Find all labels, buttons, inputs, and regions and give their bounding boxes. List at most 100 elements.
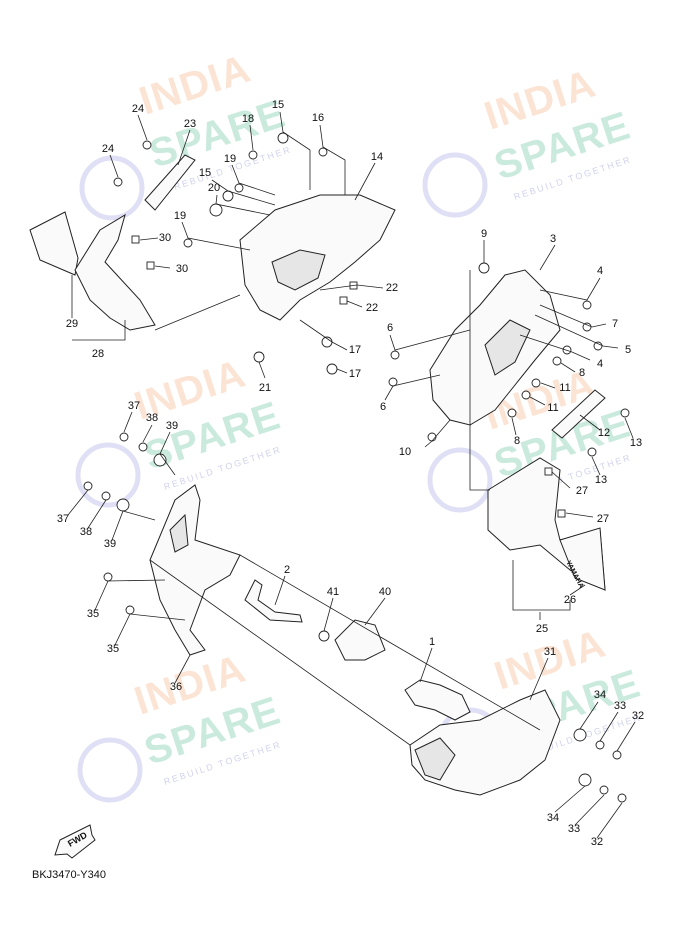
part-14-inner bbox=[271, 249, 326, 291]
leader-line bbox=[599, 711, 619, 742]
grommet-34a bbox=[573, 728, 587, 742]
leader-line bbox=[539, 304, 607, 328]
callout-19: 19 bbox=[174, 210, 186, 222]
parts-group: YAMAHA bbox=[29, 154, 606, 796]
part-26-decal-panel bbox=[559, 527, 606, 591]
leader-line bbox=[529, 657, 549, 701]
callout-26: 26 bbox=[564, 594, 576, 606]
bolt-4a bbox=[582, 300, 592, 310]
leader-line bbox=[142, 424, 153, 443]
callout-15: 15 bbox=[272, 99, 284, 111]
nut-15b bbox=[222, 190, 234, 202]
part-28-bracket bbox=[74, 213, 156, 331]
callout-33: 33 bbox=[568, 823, 580, 835]
callout-9: 9 bbox=[481, 228, 487, 240]
watermark-mid-left: INDIA SPARE REBUILD TOGETHER bbox=[75, 352, 286, 508]
leader-line bbox=[616, 721, 636, 752]
bolt-6a bbox=[390, 350, 400, 360]
callout-6: 6 bbox=[387, 322, 393, 334]
leader-line bbox=[511, 417, 517, 436]
leader-line bbox=[469, 270, 490, 491]
callout-14: 14 bbox=[371, 151, 383, 163]
callout-18: 18 bbox=[242, 113, 254, 125]
callout-11: 11 bbox=[547, 402, 558, 414]
fwd-arrow-icon bbox=[54, 824, 96, 859]
leader-line bbox=[512, 560, 571, 611]
leader-line bbox=[159, 431, 176, 476]
callout-5: 5 bbox=[625, 344, 631, 356]
bolt-13a bbox=[620, 408, 630, 418]
bolt-13b bbox=[587, 447, 597, 457]
bolt-32b bbox=[617, 793, 627, 803]
part-12-plate bbox=[551, 389, 606, 439]
callout-4: 4 bbox=[597, 358, 603, 370]
watermark-bottom-left: INDIA SPARE REBUILD TOGETHER bbox=[77, 647, 286, 803]
leader-line bbox=[319, 124, 346, 195]
bolt-18 bbox=[248, 150, 258, 160]
callout-32: 32 bbox=[632, 710, 644, 722]
leader-line bbox=[323, 597, 334, 632]
bolt-37a bbox=[119, 432, 129, 442]
washer-38b bbox=[101, 491, 111, 501]
part-2-stay bbox=[244, 579, 303, 623]
callout-40: 40 bbox=[379, 586, 391, 598]
callout-23: 23 bbox=[184, 118, 196, 130]
clip-11a bbox=[531, 378, 541, 388]
leader-line bbox=[534, 314, 619, 349]
leader-line bbox=[149, 559, 411, 746]
leader-line bbox=[569, 584, 586, 596]
callout-30: 30 bbox=[159, 232, 171, 244]
callout-13: 13 bbox=[630, 437, 642, 449]
washer-20 bbox=[209, 203, 223, 217]
callout-22: 22 bbox=[386, 282, 398, 294]
bolt-16 bbox=[318, 147, 328, 157]
part-23-plate bbox=[144, 154, 196, 211]
leader-line bbox=[72, 320, 126, 341]
callout-1: 1 bbox=[429, 636, 435, 648]
leader-line bbox=[574, 794, 605, 826]
bolt-24a bbox=[142, 140, 152, 150]
part-29-screen bbox=[29, 211, 79, 276]
leader-line bbox=[529, 396, 546, 406]
leader-line bbox=[579, 701, 599, 730]
part-36-inner bbox=[169, 513, 189, 553]
part-31-inner bbox=[414, 737, 456, 781]
leader-line bbox=[109, 154, 119, 178]
clip-27b bbox=[557, 509, 566, 518]
callout-38: 38 bbox=[80, 526, 92, 538]
callout-20: 20 bbox=[208, 182, 220, 194]
callout-32: 32 bbox=[591, 836, 603, 848]
leader-line bbox=[114, 613, 186, 646]
leader-line bbox=[123, 411, 133, 433]
leader-line bbox=[67, 489, 89, 516]
callout-19: 19 bbox=[224, 153, 236, 165]
callout-3: 3 bbox=[550, 233, 556, 245]
clip-22b bbox=[339, 296, 348, 305]
leader-line bbox=[154, 294, 241, 331]
watermark-logo-icon bbox=[427, 447, 493, 513]
washer-33a bbox=[595, 740, 605, 750]
leader-line bbox=[94, 579, 166, 611]
leader-line bbox=[274, 575, 286, 606]
bolt-35b bbox=[125, 605, 135, 615]
nut-41 bbox=[318, 630, 330, 642]
leader-line bbox=[174, 654, 191, 684]
clip-27a bbox=[544, 467, 553, 476]
callout-39: 39 bbox=[104, 538, 116, 550]
callout-17: 17 bbox=[349, 368, 361, 380]
callout-22: 22 bbox=[366, 302, 378, 314]
leader-line bbox=[591, 456, 601, 476]
rivet-17b bbox=[326, 363, 338, 375]
watermark-logo-icon bbox=[77, 737, 143, 803]
leader-line bbox=[279, 111, 311, 190]
bolt-32a bbox=[612, 750, 622, 760]
leader-line bbox=[111, 510, 156, 541]
leader-line bbox=[624, 417, 634, 439]
hardware-group bbox=[83, 132, 630, 803]
leader-line bbox=[389, 329, 471, 351]
callout-13: 13 bbox=[595, 474, 607, 486]
leader-line bbox=[539, 244, 556, 271]
callout-35: 35 bbox=[87, 608, 99, 620]
callout-25: 25 bbox=[536, 623, 548, 635]
